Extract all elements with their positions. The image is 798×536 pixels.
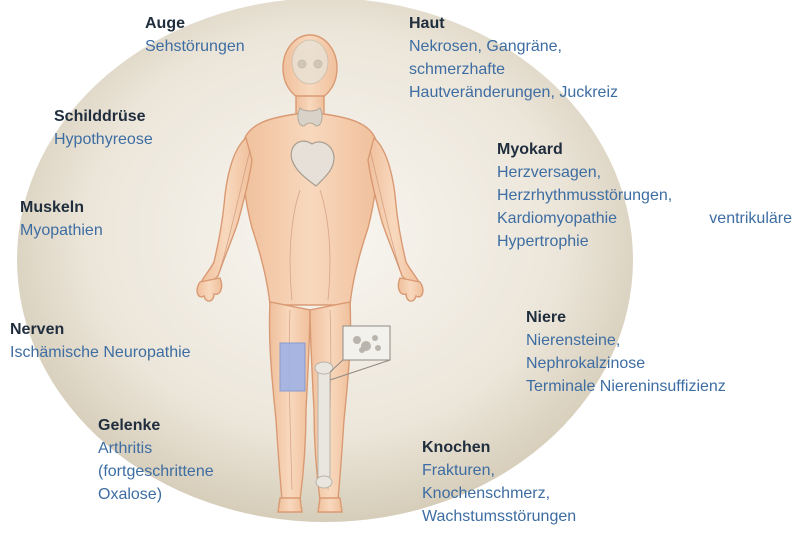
label-bone-line-1: Frakturen, (422, 459, 576, 482)
label-muscle: Muskeln Myopathien (20, 196, 103, 242)
label-muscle-title: Muskeln (20, 196, 103, 219)
label-eye: Auge Sehstörungen (145, 12, 245, 58)
label-heart-line-4: Hypertrophie (497, 230, 792, 253)
label-kidney-line-1: Nierensteine, (526, 329, 726, 352)
label-bone: Knochen Frakturen, Knochenschmerz, Wachs… (422, 436, 576, 528)
label-heart-line-3: Kardiomyopathie ventrikuläre (497, 207, 792, 230)
label-heart-line-1: Herzversagen, (497, 161, 792, 184)
label-thyroid: Schilddrüse Hypothyreose (54, 105, 153, 151)
nerve-highlight (280, 343, 305, 391)
label-kidney: Niere Nierensteine, Nephrokalzinose Term… (526, 306, 726, 398)
thyroid-icon (298, 108, 322, 126)
label-skin-line-1: Nekrosen, Gangräne, (409, 35, 618, 58)
label-joints: Gelenke Arthritis (fortgeschrittene Oxal… (98, 414, 214, 506)
label-nerves: Nerven Ischämische Neuropathie (10, 318, 191, 364)
label-joints-title: Gelenke (98, 414, 214, 437)
label-eye-line: Sehstörungen (145, 35, 245, 58)
label-bone-line-2: Knochenschmerz, (422, 482, 576, 505)
label-joints-line-2: (fortgeschrittene (98, 460, 214, 483)
label-nerves-title: Nerven (10, 318, 191, 341)
label-skin-line-3: Hautveränderungen, Juckreiz (409, 81, 618, 104)
label-eye-title: Auge (145, 12, 245, 35)
label-skin-line-2: schmerzhafte (409, 58, 618, 81)
bone-icon (315, 362, 333, 488)
label-thyroid-line: Hypothyreose (54, 128, 153, 151)
label-bone-title: Knochen (422, 436, 576, 459)
label-thyroid-title: Schilddrüse (54, 105, 153, 128)
label-muscle-line: Myopathien (20, 219, 103, 242)
label-bone-line-3: Wachstumsstörungen (422, 505, 576, 528)
label-kidney-line-3: Terminale Niereninsuffizienz (526, 375, 726, 398)
label-heart: Myokard Herzversagen, Herzrhythmusstörun… (497, 138, 792, 253)
label-joints-line-1: Arthritis (98, 437, 214, 460)
label-skin: Haut Nekrosen, Gangräne, schmerzhafte Ha… (409, 12, 618, 104)
label-heart-title: Myokard (497, 138, 792, 161)
label-kidney-title: Niere (526, 306, 726, 329)
label-joints-line-3: Oxalose) (98, 483, 214, 506)
skull-icon (292, 40, 328, 84)
label-skin-title: Haut (409, 12, 618, 35)
label-nerves-line: Ischämische Neuropathie (10, 341, 191, 364)
label-kidney-line-2: Nephrokalzinose (526, 352, 726, 375)
label-heart-line-2: Herzrhythmusstörungen, (497, 184, 792, 207)
